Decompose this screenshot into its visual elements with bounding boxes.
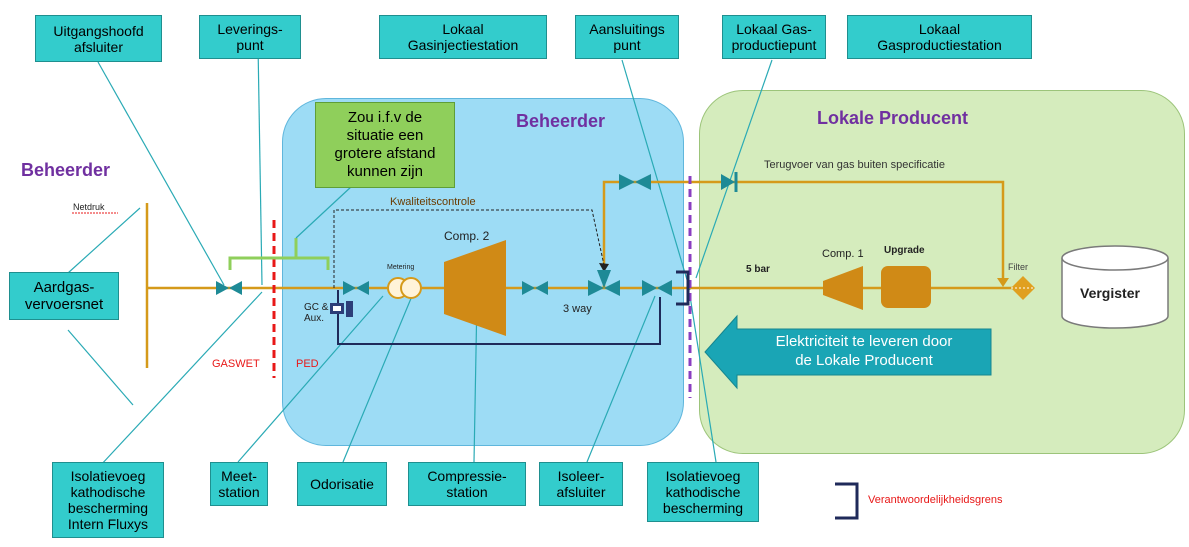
upgrade-icon — [881, 266, 931, 308]
compressor-2-icon — [444, 240, 506, 336]
callout-aardgas-vervoersnet: Aardgas- vervoersnet — [9, 272, 119, 320]
valve-icon — [635, 174, 651, 190]
three-way-valve-icon — [604, 280, 620, 296]
label-beheerder-center: Beheerder — [516, 111, 606, 131]
label-5-bar: 5 bar — [746, 264, 770, 275]
label-upgrade: Upgrade — [884, 245, 925, 256]
callout-aansluitingspunt: Aansluitings punt — [575, 15, 679, 59]
callout-meetstation: Meet- station — [210, 462, 268, 506]
callout-isolatievoeg: Isolatievoeg kathodische bescherming — [647, 462, 759, 522]
legend-bracket-icon — [835, 482, 859, 520]
valve-icon — [657, 280, 672, 296]
label-gaswet: GASWET — [212, 358, 260, 370]
kwaliteitscontrole-line — [333, 209, 605, 288]
elektriciteit-label: Elektriciteit te leveren door de Lokale … — [775, 333, 953, 369]
note-grotere-afstand: Zou i.f.v de situatie een grotere afstan… — [315, 102, 455, 188]
compressor-1-icon — [823, 266, 863, 310]
callout-leveringspunt: Leverings- punt — [199, 15, 301, 59]
computer-screen — [333, 306, 341, 311]
label-comp2: Comp. 2 — [444, 229, 490, 243]
callout-odorisatie: Odorisatie — [297, 462, 387, 506]
check-valve-icon — [721, 174, 735, 190]
label-ped: PED — [296, 358, 319, 370]
valve-icon — [642, 280, 657, 296]
valve-icon — [535, 281, 548, 295]
label-verantwoordelijkheidsgrens: Verantwoordelijkheidsgrens — [868, 494, 1003, 506]
callout-uitgangshoofdafsluiter: Uitgangshoofd afsluiter — [35, 15, 162, 62]
valve-icon — [356, 281, 369, 295]
callout-compressiestation: Compressie- station — [408, 462, 526, 506]
feedback-arrowhead — [997, 278, 1009, 287]
callout-lokaal-gasproductiepunt: Lokaal Gas- productiepunt — [722, 15, 826, 59]
vergister-top — [1061, 245, 1169, 271]
note-connector — [295, 185, 353, 239]
computer-icon — [346, 301, 353, 317]
callout-isoleerafsluiter: Isoleer- afsluiter — [539, 462, 623, 506]
valve-icon — [216, 281, 229, 295]
three-way-valve-icon — [588, 280, 604, 296]
vergister-icon — [1061, 258, 1169, 329]
valve-icon — [522, 281, 535, 295]
feedback-pipe — [602, 180, 1005, 288]
kwaliteitscontrole-arrow — [599, 263, 609, 272]
label-terugvoer: Terugvoer van gas buiten specificatie — [764, 159, 945, 171]
control-line — [337, 290, 661, 345]
label-comp1: Comp. 1 — [822, 248, 864, 260]
label-filter: Filter — [1008, 262, 1028, 272]
label-lokale-producent: Lokale Producent — [817, 108, 969, 128]
callout-lokaal-gasinjectiestation: Lokaal Gasinjectiestation — [379, 15, 547, 59]
valve-icon — [619, 174, 635, 190]
label-vergister: Vergister — [1080, 285, 1140, 301]
label-gc-aux: GC & Aux. — [304, 302, 329, 324]
elektriciteit-arrow — [704, 314, 992, 390]
label-beheerder-left: Beheerder — [21, 160, 111, 180]
metering-icon — [400, 277, 422, 299]
label-kwaliteitscontrole: Kwaliteitscontrole — [390, 196, 476, 208]
callout-isolatievoeg-intern-fluxys: Isolatievoeg kathodische bescherming Int… — [52, 462, 164, 538]
valve-icon — [343, 281, 356, 295]
label-3-way: 3 way — [563, 303, 592, 315]
label-metering: Metering — [387, 264, 415, 271]
label-netdruk: Netdruk — [73, 202, 105, 212]
distance-bracket — [228, 256, 330, 270]
verantwoordelijkheid-bracket — [676, 270, 690, 306]
valve-icon — [229, 281, 242, 295]
callout-lokaal-gasproductiestation: Lokaal Gasproductiestation — [847, 15, 1032, 59]
three-way-valve-icon — [597, 270, 611, 288]
